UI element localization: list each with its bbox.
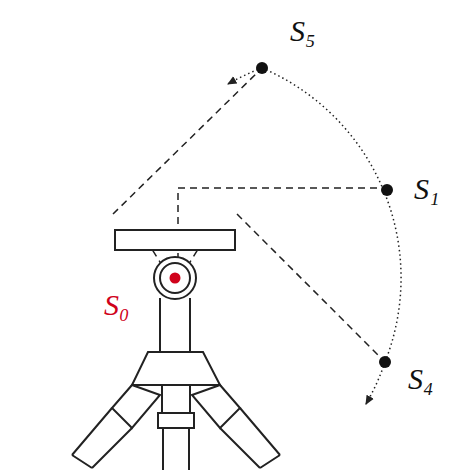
point-label: S₀ bbox=[104, 290, 129, 320]
origin-dot bbox=[170, 273, 181, 284]
point-label: S₄ bbox=[408, 364, 433, 394]
point-label: S₁ bbox=[414, 174, 439, 204]
point-label: S₅ bbox=[290, 16, 315, 46]
sample-point bbox=[256, 62, 268, 74]
arc-arrow bbox=[366, 362, 385, 404]
sight-lines bbox=[113, 68, 387, 362]
tripod bbox=[72, 230, 280, 470]
sample-point bbox=[381, 184, 393, 196]
sample-point bbox=[379, 356, 391, 368]
rotation-arc bbox=[262, 68, 401, 362]
